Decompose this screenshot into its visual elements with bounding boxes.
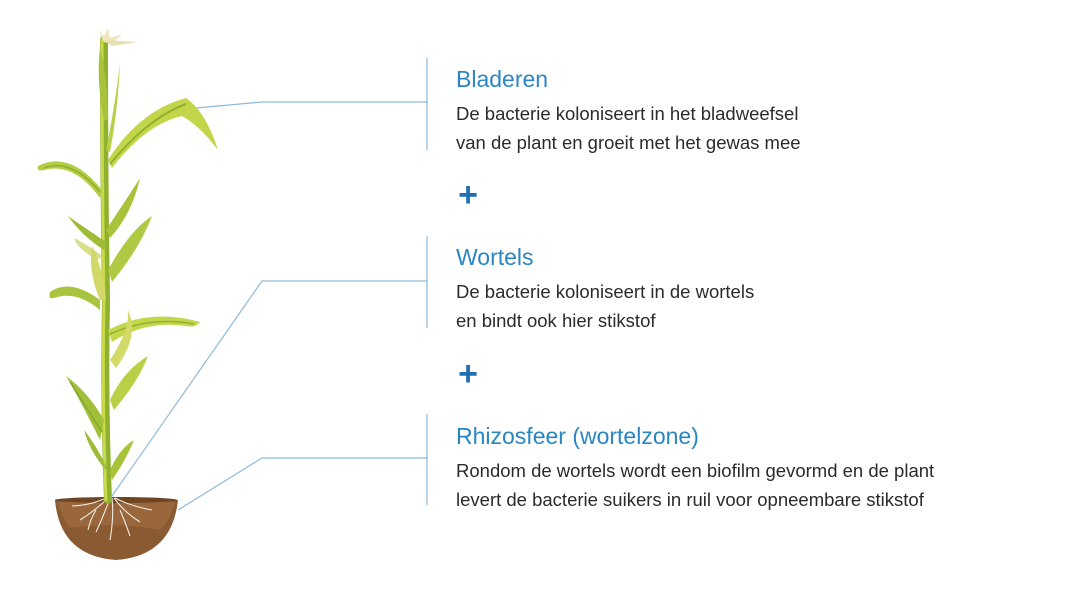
connector-rhizosfeer	[177, 457, 427, 511]
section-bladeren: Bladeren De bacterie koloniseert in het …	[456, 65, 801, 157]
section-rhizosfeer: Rhizosfeer (wortelzone) Rondom de wortel…	[456, 422, 934, 514]
section-text-line: van de plant en groeit met het gewas mee	[456, 132, 801, 153]
section-text-line: en bindt ook hier stikstof	[456, 310, 656, 331]
soil-mound	[55, 497, 178, 560]
section-wortels: Wortels De bacterie koloniseert in de wo…	[456, 243, 754, 335]
section-text-line: Rondom de wortels wordt een biofilm gevo…	[456, 460, 935, 481]
connector-lines	[111, 58, 428, 511]
section-title-wortels: Wortels	[456, 244, 534, 270]
connector-bladeren	[195, 101, 427, 109]
section-title-bladeren: Bladeren	[456, 66, 549, 92]
section-text-line: De bacterie koloniseert in de wortels	[456, 281, 755, 302]
plus-separator: +	[458, 355, 478, 393]
connector-wortels	[111, 280, 427, 497]
section-text-line: De bacterie koloniseert in het bladweefs…	[456, 103, 799, 124]
plus-separator: +	[458, 176, 478, 214]
section-text-line: levert de bacterie suikers in ruil voor …	[456, 489, 924, 510]
leaves	[37, 28, 218, 480]
section-title-rhizosfeer: Rhizosfeer (wortelzone)	[456, 423, 699, 449]
